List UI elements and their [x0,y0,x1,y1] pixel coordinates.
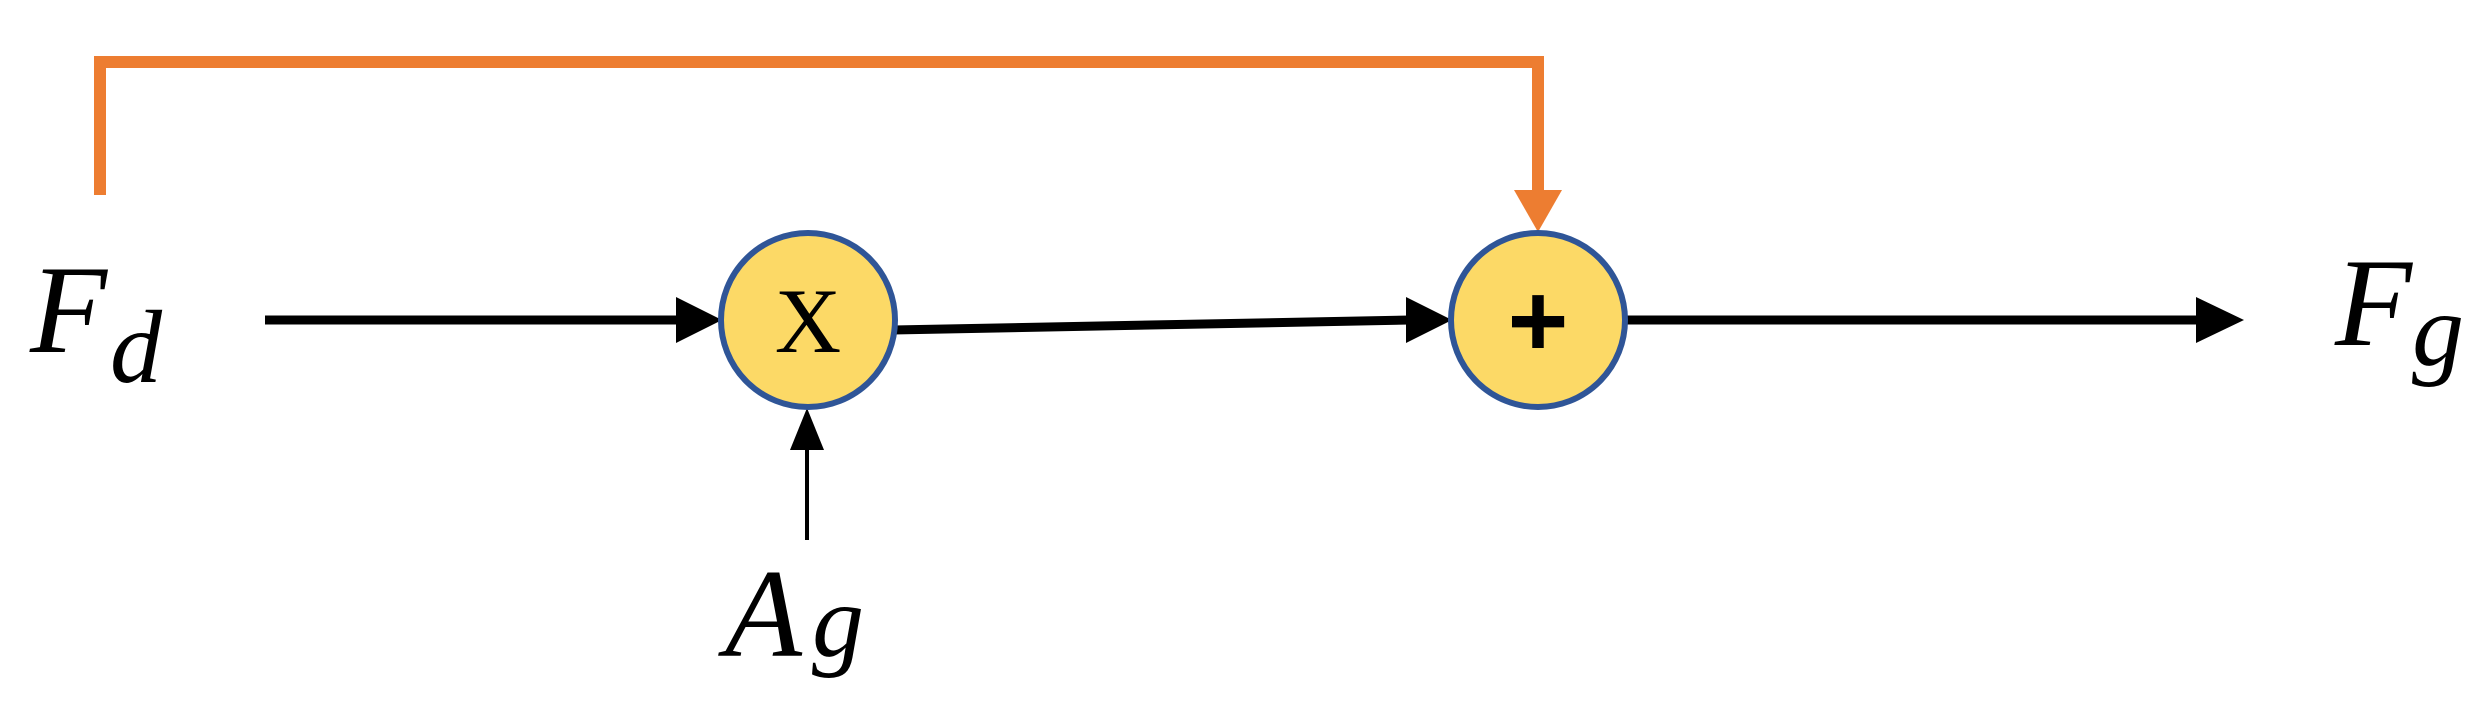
skip-connection-arrowhead [1514,190,1562,232]
fg-label: F g [2334,234,2464,388]
skip-connection-line [94,56,1544,195]
ag-to-multiply-arrow [790,408,824,540]
fd-label-sub: d [110,290,163,405]
ag-label: A g [718,545,864,684]
fg-label-sub: g [2412,273,2464,388]
fd-label: F d [29,241,163,405]
multiply-node: X [718,230,898,410]
add-node: + [1448,230,1628,410]
fg-label-main: F [2334,234,2414,373]
add-label: + [1508,263,1569,379]
fd-label-main: F [29,241,109,380]
multiply-label: X [775,270,841,372]
add-to-fg-arrow [1627,297,2244,343]
skip-connection [94,56,1562,232]
fd-to-multiply-arrow [265,297,722,343]
multiply-to-add-arrow [892,297,1452,343]
ag-label-main: A [718,545,803,684]
ag-label-sub: g [812,564,864,679]
